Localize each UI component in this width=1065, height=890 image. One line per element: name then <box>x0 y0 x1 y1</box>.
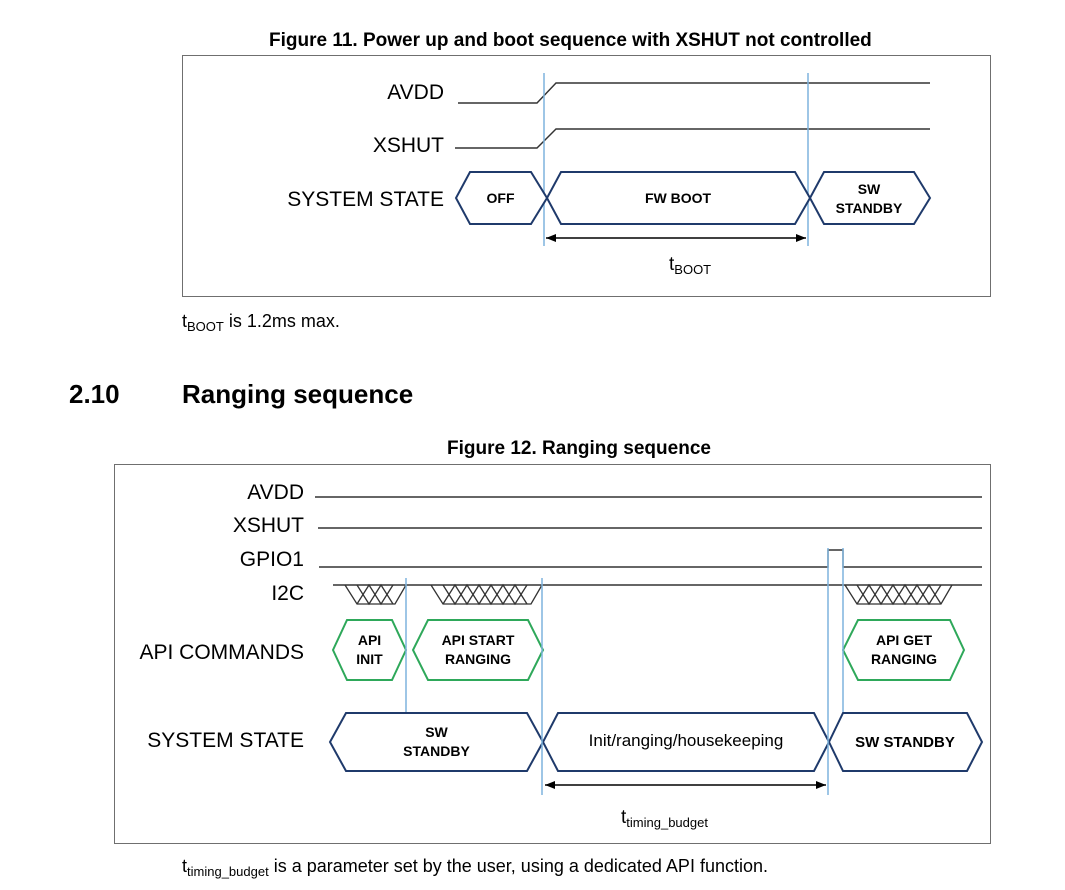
fig12-gpio1-label: GPIO1 <box>239 548 304 571</box>
fig11-avdd-waveform <box>458 82 930 104</box>
fig12-i2c-label: I2C <box>271 582 304 605</box>
fig12-init-ranging-housekeeping: Init/ranging/housekeeping <box>588 731 784 750</box>
figure-12-frame <box>114 464 991 844</box>
fig12-api-commands-label: API COMMANDS <box>139 641 304 664</box>
fig12-api-start-ranging-shape <box>411 619 545 681</box>
figure-11-title: Figure 11. Power up and boot sequence wi… <box>269 30 872 51</box>
fig12-init-ranging-shape <box>541 712 831 772</box>
fig12-xshut-label: XSHUT <box>232 514 304 537</box>
fig11-off-state: OFF <box>486 190 515 206</box>
figure-12-title: Figure 12. Ranging sequence <box>447 438 711 459</box>
fig11-tboot-label: tBOOT <box>669 254 712 277</box>
section-number: 2.10 <box>69 379 120 409</box>
fig12-i2c-transaction-3 <box>844 583 953 606</box>
fig12-i2c-transaction-1 <box>344 583 407 606</box>
fig11-note: tBOOT is 1.2ms max. <box>182 311 340 334</box>
fig12-sw-standby-1: SW STANDBY <box>403 724 470 759</box>
fig12-sw-standby-1-shape <box>328 712 545 772</box>
fig12-api-init-shape <box>331 619 408 681</box>
fig12-system-state-label: SYSTEM STATE <box>147 729 304 752</box>
fig11-xshut-label: XSHUT <box>372 134 444 157</box>
figure-11-frame <box>182 55 991 297</box>
fig12-sw-standby-2-shape <box>827 712 984 772</box>
fig11-xshut-waveform <box>455 128 930 149</box>
fig12-avdd-label: AVDD <box>247 481 304 504</box>
fig11-avdd-label: AVDD <box>387 81 444 104</box>
fig11-off-state-shape <box>454 171 549 225</box>
fig12-timing-budget-label: ttiming_budget <box>621 807 708 830</box>
fig12-api-init: API INIT <box>356 632 383 667</box>
fig11-fw-boot-state: FW BOOT <box>644 190 712 206</box>
fig12-note: ttiming_budget is a parameter set by the… <box>182 856 768 879</box>
fig12-sw-standby-2: SW STANDBY <box>855 734 955 751</box>
fig11-system-state-label: SYSTEM STATE <box>287 188 444 211</box>
fig11-sw-standby-state-shape <box>808 171 932 225</box>
fig11-sw-standby-state: SW STANDBY <box>835 181 903 216</box>
fig12-api-get-ranging: API GET RANGING <box>870 632 938 667</box>
section-title: Ranging sequence <box>182 379 414 409</box>
fig12-i2c-transaction-2 <box>430 583 543 606</box>
fig12-api-start-ranging: API START RANGING <box>441 632 515 667</box>
fig12-gpio1-waveform <box>319 549 982 568</box>
fig11-fw-boot-state-shape <box>545 171 812 225</box>
